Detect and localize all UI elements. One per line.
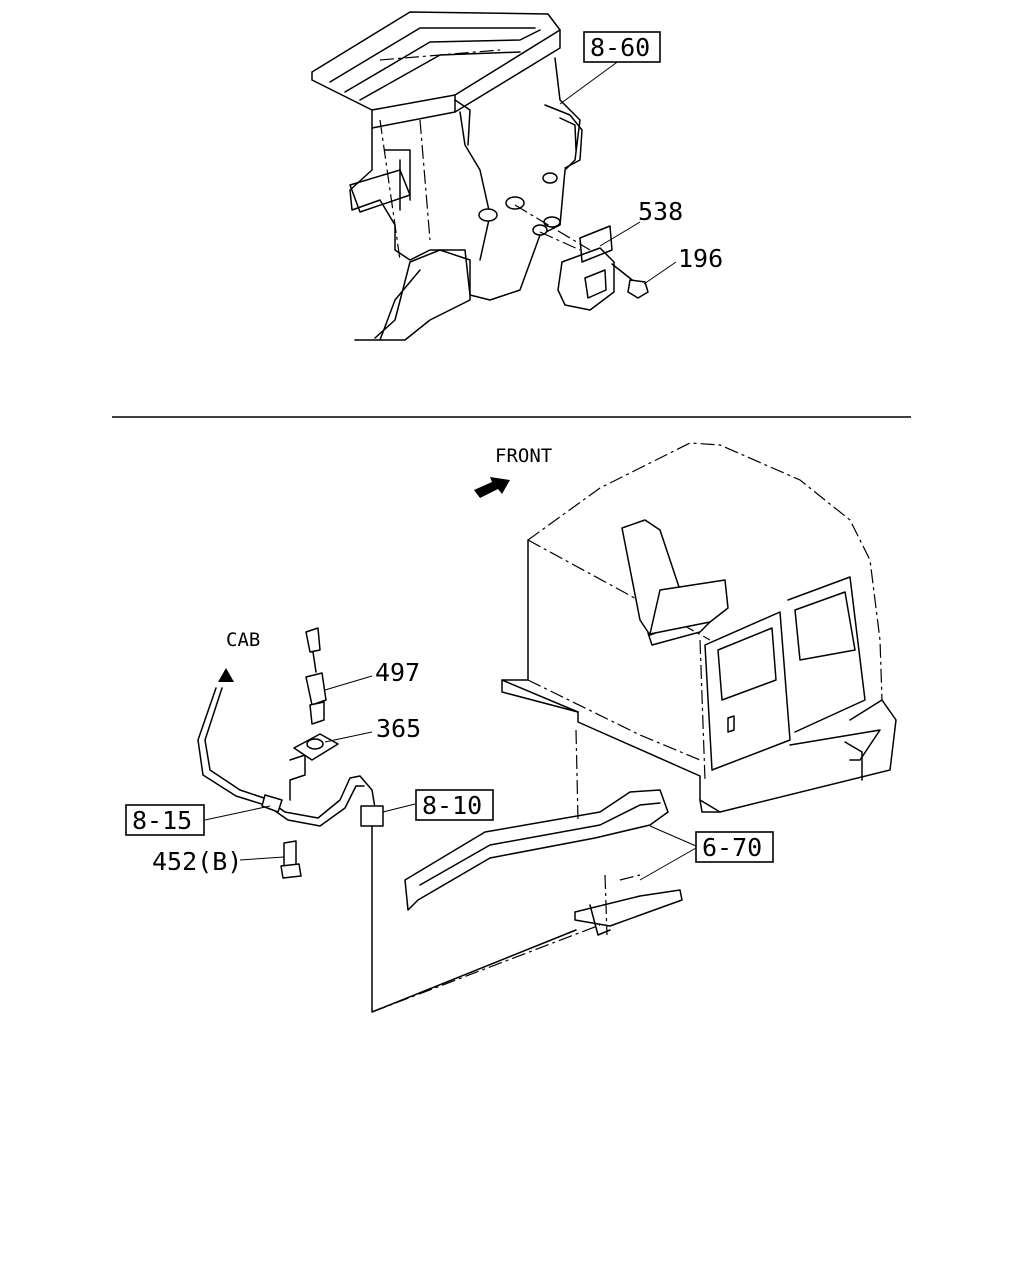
callout-497: 497 <box>375 658 420 687</box>
cab-drawing <box>501 442 897 813</box>
callout-8-10: 8-10 <box>422 791 482 820</box>
frame-rail-drawing <box>404 729 683 936</box>
callout-box-6-70 <box>695 831 774 863</box>
front-arrow-icon <box>474 477 510 498</box>
callout-8-60: 8-60 <box>590 33 650 62</box>
callout-box-8-15 <box>125 804 205 836</box>
callout-6-70: 6-70 <box>702 833 762 862</box>
callout-452b: 452(B) <box>152 847 242 876</box>
callout-cab: CAB <box>226 629 260 651</box>
front-label: FRONT <box>495 445 552 467</box>
callout-8-15: 8-15 <box>132 806 192 835</box>
heater-unit-drawing <box>311 11 677 341</box>
callout-196: 196 <box>678 244 723 273</box>
callout-365: 365 <box>376 714 421 743</box>
callout-538: 538 <box>638 197 683 226</box>
harness-drawing <box>197 627 697 1013</box>
cab-arrow-icon <box>218 668 234 682</box>
callout-box-8-10 <box>415 789 494 821</box>
callout-box-8-60 <box>583 31 661 63</box>
